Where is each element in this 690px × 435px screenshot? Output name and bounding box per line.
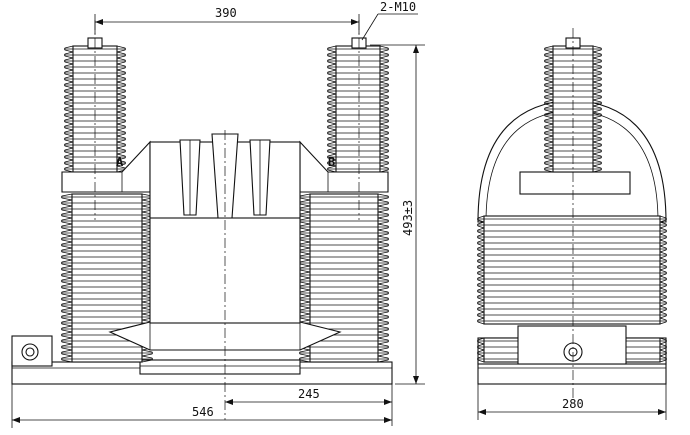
terminal-label-a: A — [116, 155, 124, 169]
dim-390: 390 — [215, 6, 237, 20]
side-mount-bracket — [517, 325, 627, 365]
dim-245: 245 — [298, 387, 320, 401]
side-body-ribs — [477, 215, 667, 325]
front-left-foot — [11, 335, 53, 367]
left-ground-bolt — [21, 343, 39, 361]
dim-height: 493±3 — [401, 200, 415, 236]
upper-right-insulator — [327, 45, 389, 173]
front-center-plinth — [139, 359, 301, 375]
dim-546: 546 — [192, 405, 214, 419]
side-base-plate — [477, 361, 667, 385]
dimensions: 390 2-M10 493±3 245 546 280 — [11, 0, 667, 428]
dim-thread: 2-M10 — [380, 0, 416, 14]
dim-280: 280 — [562, 397, 584, 411]
front-view: A B — [11, 20, 393, 420]
side-terminal-box — [519, 171, 631, 195]
side-view — [477, 28, 667, 400]
terminal-label-b: B — [328, 155, 335, 169]
